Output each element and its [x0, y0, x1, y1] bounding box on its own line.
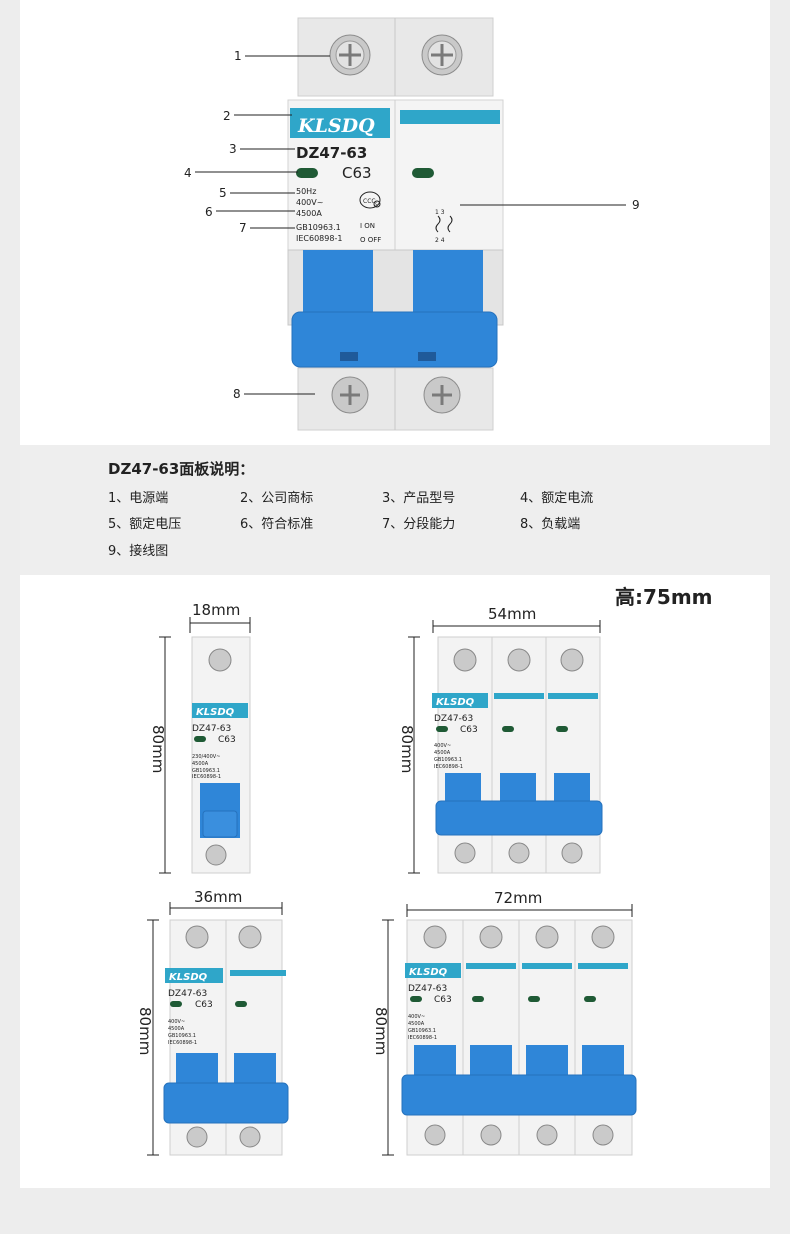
toggle-lever	[413, 250, 483, 320]
handle-bar	[291, 311, 498, 368]
callout-6: 6	[205, 205, 213, 219]
callouts: 1 2 3 4 5 6 7 8 9	[184, 49, 640, 401]
svg-text:DZ47-63: DZ47-63	[408, 984, 447, 994]
callout-1: 1	[234, 49, 242, 63]
callout-7: 7	[239, 221, 247, 235]
svg-text:CCC: CCC	[363, 198, 376, 205]
dimension-diagrams: 18mm 54mm 36mm 72mm 80mm 80mm 80mm 80mm …	[136, 601, 637, 1156]
svg-text:IEC60898-1: IEC60898-1	[434, 764, 463, 770]
height-1p: 80mm	[149, 725, 167, 773]
screw-icon	[421, 34, 463, 76]
wiring-diagram-icon: 1 3 2 4	[435, 209, 453, 244]
std2-label: IEC60898-1	[296, 234, 342, 243]
callout-4: 4	[184, 166, 192, 180]
ccc-cert-icon: CCC S	[359, 191, 381, 209]
model-label: DZ47-63	[296, 144, 367, 162]
callout-5: 5	[219, 186, 227, 200]
svg-text:C63: C63	[434, 995, 452, 1005]
width-1p: 18mm	[192, 601, 240, 619]
legend-item: 2、公司商标	[240, 491, 314, 506]
svg-text:GB10963.1: GB10963.1	[434, 757, 462, 763]
std1-label: GB10963.1	[296, 223, 341, 232]
callout-9: 9	[632, 198, 640, 212]
legend-title: DZ47-63面板说明：	[108, 460, 255, 478]
svg-text:C63: C63	[195, 1000, 213, 1010]
svg-text:400V~: 400V~	[408, 1014, 425, 1020]
svg-text:4500A: 4500A	[168, 1026, 185, 1032]
indicator-window	[296, 168, 318, 178]
svg-text:4500A: 4500A	[408, 1021, 425, 1027]
panel-legend: DZ47-63面板说明： 1、电源端 2、公司商标 3、产品型号 4、额定电流 …	[20, 445, 770, 575]
dimensions-panel: 高:75mm 18mm 54mm 36mm 72mm 80mm 80mm 80m…	[20, 575, 770, 1188]
breaker-1p: KLSDQ DZ47-63 C63 230/400V~ 4500A GB1096…	[191, 636, 251, 874]
breaker-3p: KLSDQ DZ47-63 C63 400V~ 4500A GB10963.1 …	[432, 636, 603, 874]
svg-text:DZ47-63: DZ47-63	[168, 989, 207, 999]
svg-text:C63: C63	[218, 735, 236, 745]
svg-text:400V~: 400V~	[168, 1019, 185, 1025]
height-label: 高:75mm	[615, 585, 713, 609]
legend-item: 8、负载端	[520, 517, 581, 532]
legend-item: 5、额定电压	[108, 517, 182, 532]
indicator-window	[412, 168, 434, 178]
svg-text:KLSDQ: KLSDQ	[436, 697, 475, 708]
legend-item: 3、产品型号	[382, 491, 456, 506]
on-label: I ON	[360, 222, 375, 230]
svg-text:C63: C63	[460, 725, 478, 735]
off-label: O OFF	[360, 236, 381, 244]
screw-icon	[329, 34, 371, 76]
breaker-2p: KLSDQ DZ47-63 C63 400V~ 4500A GB10963.1 …	[163, 919, 289, 1156]
brand-badge	[290, 108, 390, 138]
svg-text:KLSDQ: KLSDQ	[169, 972, 208, 983]
svg-text:2 4: 2 4	[435, 237, 445, 244]
width-3p: 54mm	[488, 605, 536, 623]
svg-text:IEC60898-1: IEC60898-1	[408, 1035, 437, 1041]
screw-icon	[331, 376, 369, 414]
freq-label: 50Hz	[296, 187, 316, 196]
legend-item: 1、电源端	[108, 491, 169, 506]
svg-text:S: S	[375, 202, 378, 207]
legend-item: 9、接线图	[108, 544, 169, 559]
screw-icon	[423, 376, 461, 414]
svg-text:GB10963.1: GB10963.1	[192, 768, 220, 774]
breaker-diagram: KLSDQ DZ47-63 C63 50Hz 400V~ 4500A GB109…	[184, 17, 640, 431]
svg-text:400V~: 400V~	[434, 743, 451, 749]
svg-text:1 3: 1 3	[435, 209, 445, 216]
legend-item: 7、分段能力	[382, 517, 456, 532]
callout-2: 2	[223, 109, 231, 123]
width-4p: 72mm	[494, 889, 542, 907]
svg-text:IEC60898-1: IEC60898-1	[192, 774, 221, 780]
svg-text:4500A: 4500A	[192, 761, 209, 767]
height-4p: 80mm	[372, 1007, 390, 1055]
svg-text:4500A: 4500A	[434, 750, 451, 756]
svg-text:230/400V~: 230/400V~	[192, 754, 220, 760]
svg-text:DZ47-63: DZ47-63	[192, 724, 231, 734]
svg-text:DZ47-63: DZ47-63	[434, 714, 473, 724]
svg-text:KLSDQ: KLSDQ	[196, 707, 235, 718]
legend-item: 6、符合标准	[240, 517, 314, 532]
svg-text:GB10963.1: GB10963.1	[168, 1033, 196, 1039]
height-3p: 80mm	[398, 725, 416, 773]
breaker-4p: KLSDQ DZ47-63 C63 400V~ 4500A GB10963.1 …	[401, 919, 637, 1156]
svg-text:GB10963.1: GB10963.1	[408, 1028, 436, 1034]
legend-item: 4、额定电流	[520, 491, 594, 506]
rating-label: C63	[342, 164, 372, 182]
callout-8: 8	[233, 387, 241, 401]
height-2p: 80mm	[136, 1007, 154, 1055]
breaking-label: 4500A	[296, 209, 322, 218]
brand-logo: KLSDQ	[297, 115, 375, 137]
svg-text:KLSDQ: KLSDQ	[409, 967, 448, 978]
callout-3: 3	[229, 142, 237, 156]
voltage-label: 400V~	[296, 198, 323, 207]
toggle-lever	[303, 250, 373, 320]
main-product-photo: KLSDQ DZ47-63 C63 50Hz 400V~ 4500A GB109…	[20, 0, 770, 445]
svg-text:IEC60898-1: IEC60898-1	[168, 1040, 197, 1046]
width-2p: 36mm	[194, 888, 242, 906]
